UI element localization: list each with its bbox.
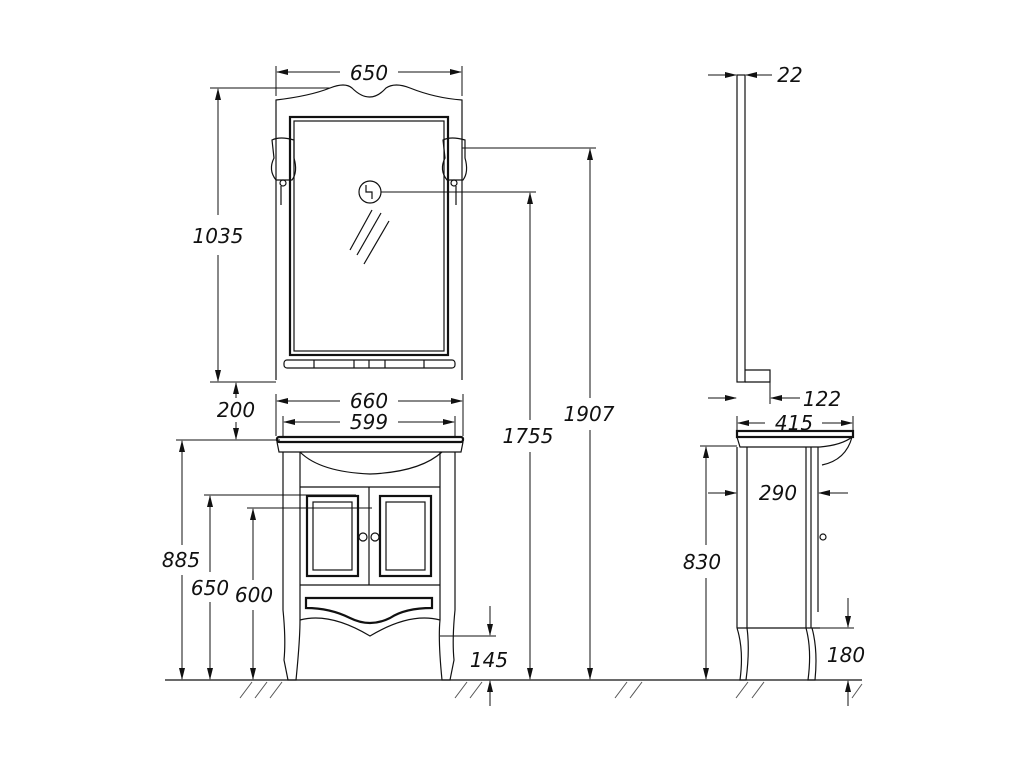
dim-basin-width: 599 (350, 410, 388, 434)
dim-cabinet-depth: 290 (759, 481, 797, 505)
dim-drain-600: 600 (235, 583, 273, 607)
dim-mirror-width: 650 (350, 61, 388, 85)
mirror-side (736, 74, 771, 383)
dimension-lines (176, 66, 854, 706)
vanity-front (275, 435, 465, 681)
dim-mirror-height: 1035 (193, 224, 244, 248)
dim-cabinet-height: 830 (683, 550, 721, 574)
outlet-icon (358, 180, 382, 204)
mirror-front (275, 84, 463, 380)
dim-outlet-height: 1755 (503, 424, 554, 448)
floor-line (165, 679, 863, 699)
vanity-side (735, 429, 855, 681)
dim-leg-clearance: 145 (470, 648, 508, 672)
dim-gap: 200 (217, 398, 255, 422)
dim-side-leg-clearance: 180 (827, 643, 865, 667)
dim-lamp-height: 1907 (564, 402, 615, 426)
sconce-left-icon (270, 137, 297, 205)
dim-vanity-depth: 415 (775, 411, 813, 435)
dim-mirror-depth: 22 (777, 63, 802, 87)
sconce-right-icon (441, 137, 468, 205)
dim-vanity-height: 885 (162, 548, 200, 572)
knob-icon (370, 532, 380, 542)
dim-shelf-depth: 122 (803, 387, 841, 411)
dim-top-width: 660 (350, 389, 388, 413)
dim-drain-650: 650 (191, 576, 229, 600)
knob-icon (358, 532, 368, 542)
glass-reflection-icon (349, 209, 390, 265)
